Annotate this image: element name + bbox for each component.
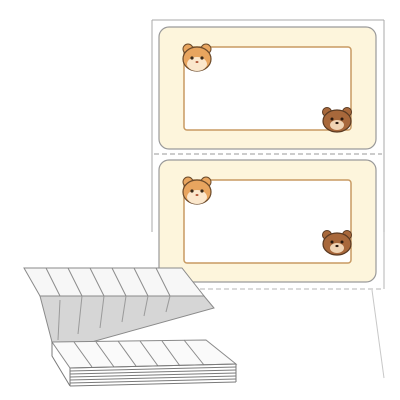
stack-fold-dividers xyxy=(57,295,171,341)
stack-bottom-top xyxy=(51,339,238,369)
folded-label-stack xyxy=(23,267,238,387)
stack-bottom-dividers xyxy=(73,339,205,368)
sheet-tail-right xyxy=(371,289,385,379)
sheet-outline xyxy=(151,19,385,232)
bear-face-icon xyxy=(322,230,352,256)
hamster-face-icon xyxy=(182,176,212,205)
stack-top-dividers xyxy=(45,267,171,297)
label-top xyxy=(158,26,377,150)
bear-face-icon xyxy=(322,107,352,133)
stack-fold xyxy=(39,295,215,349)
label-bottom-write-area xyxy=(183,179,352,264)
label-top-write-area xyxy=(183,46,352,131)
hamster-face-icon xyxy=(182,43,212,72)
stack-layers xyxy=(51,342,237,387)
label-bottom xyxy=(158,159,377,283)
